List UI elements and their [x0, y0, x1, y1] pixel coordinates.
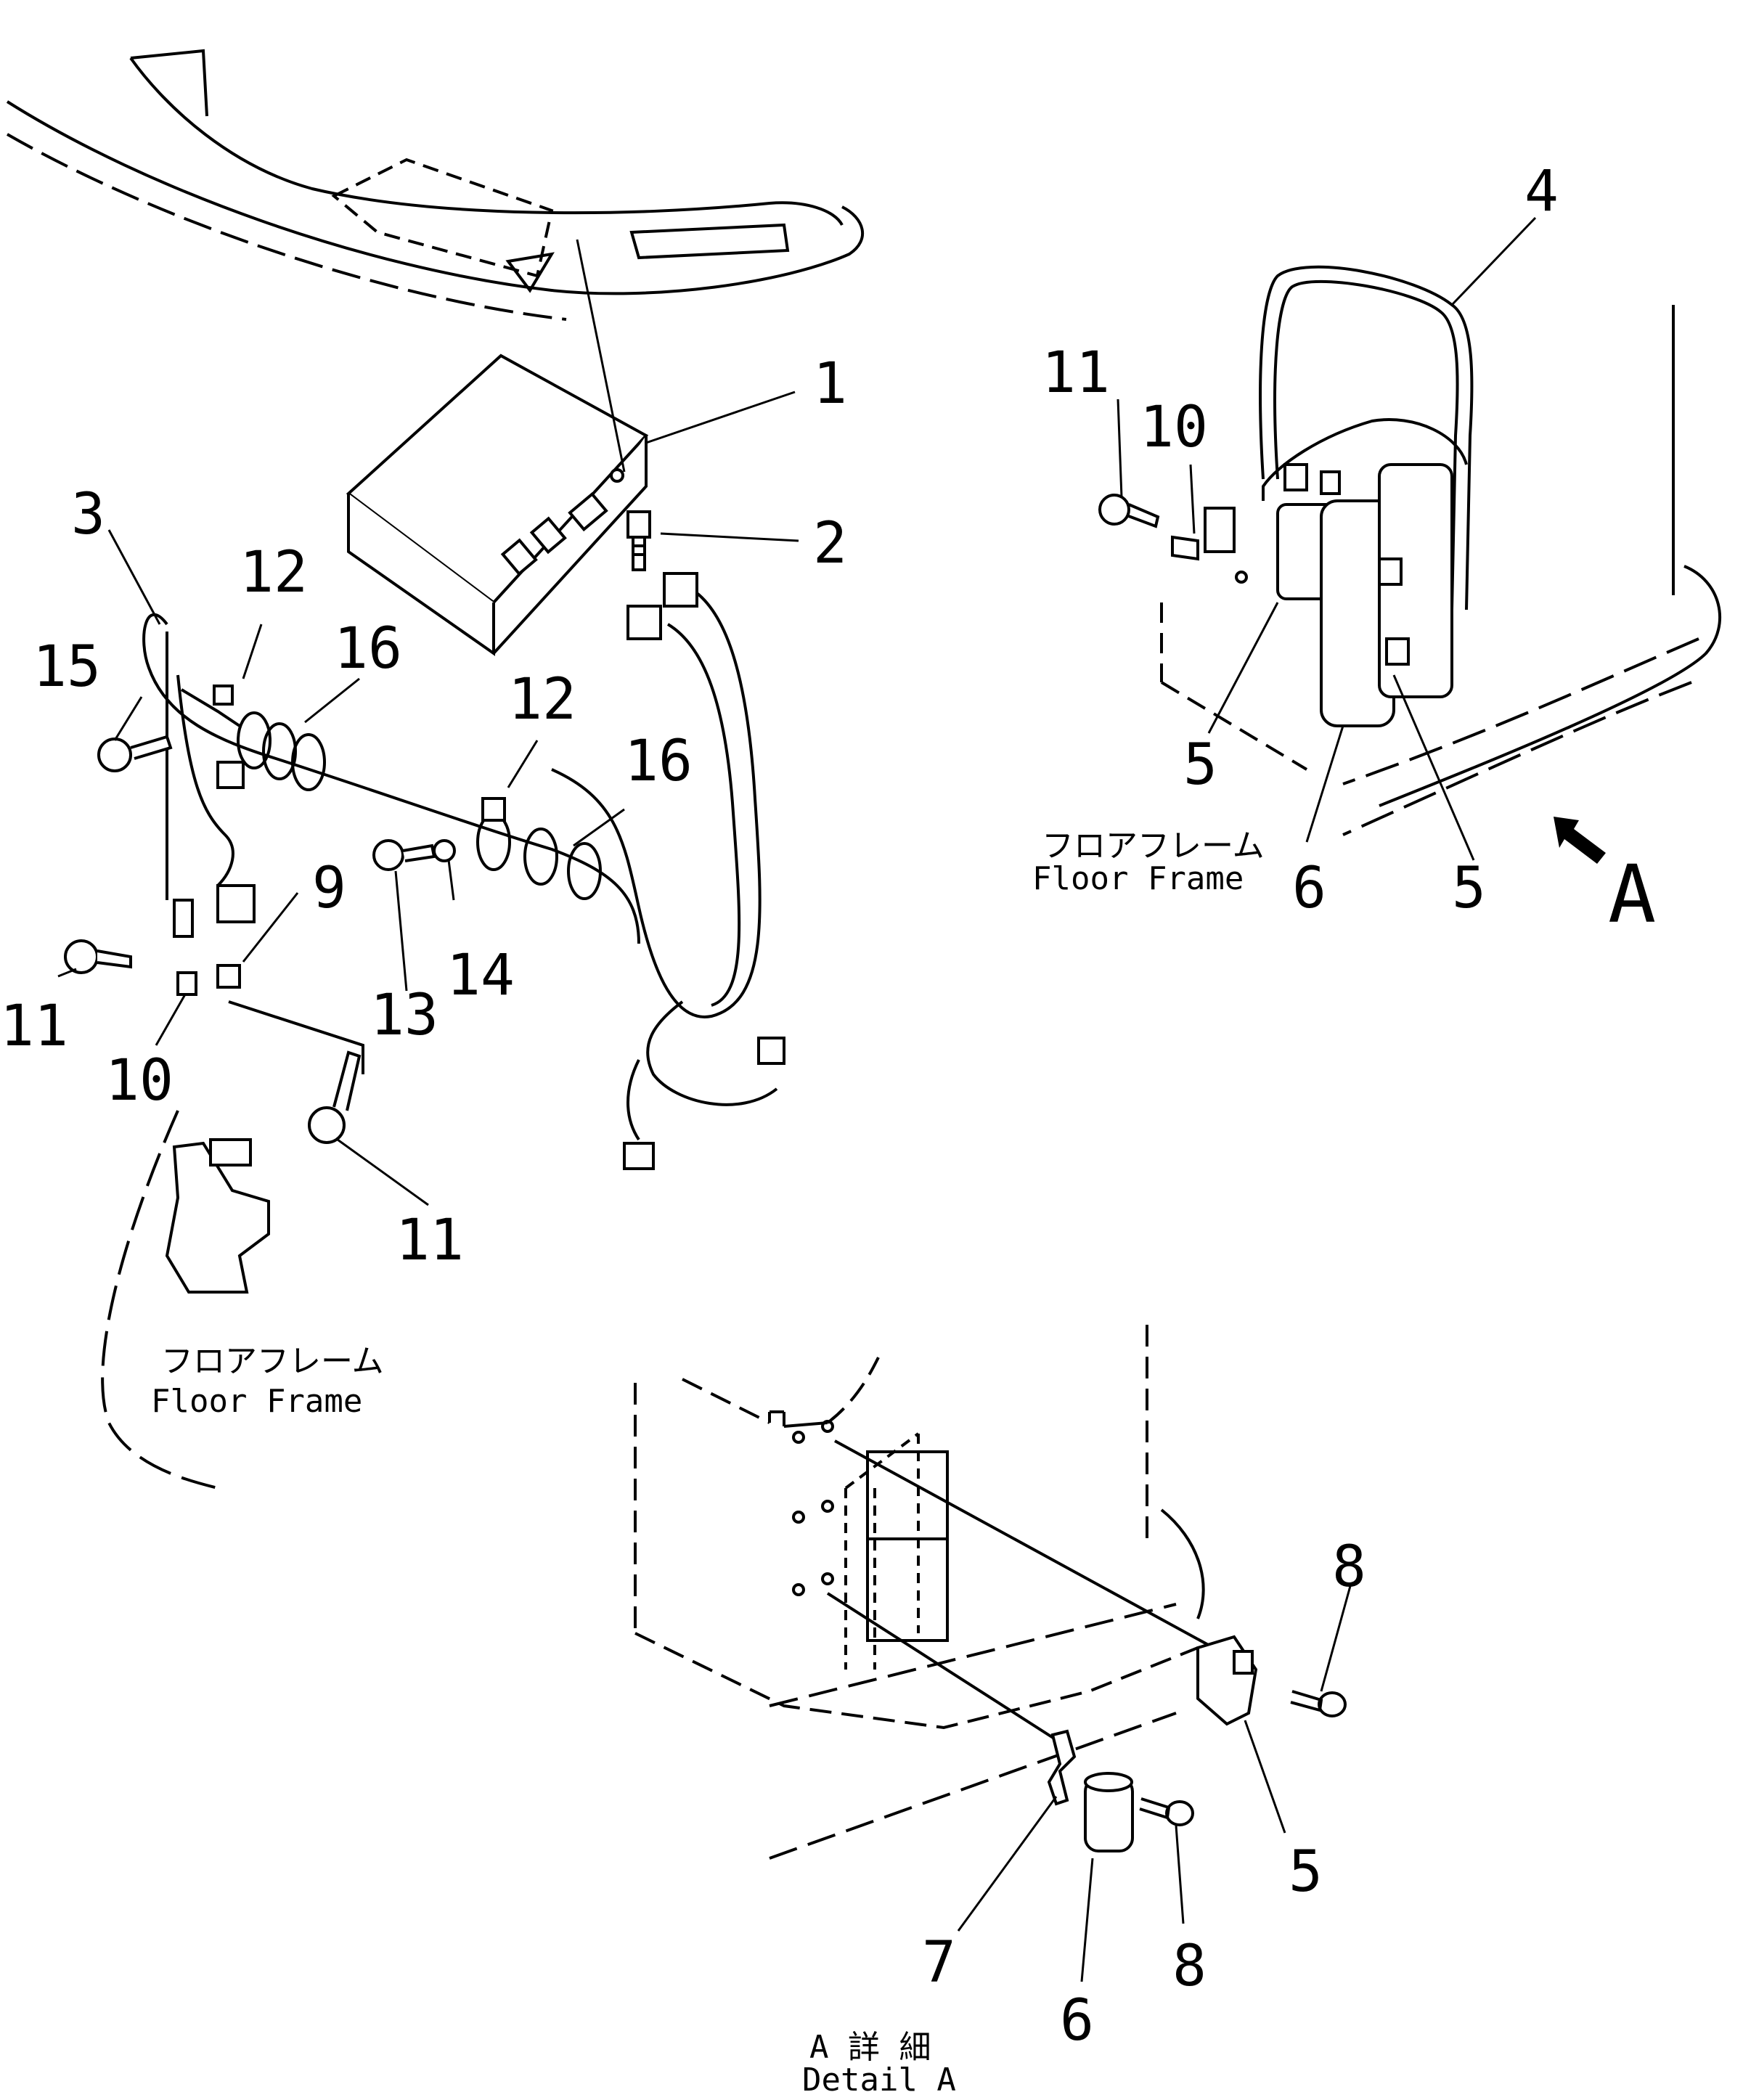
leader-lines	[57, 216, 1537, 1982]
text-labels: フロアフレーム Floor Frame A フロアフレーム Floor Fram…	[151, 828, 1656, 2099]
floor-frame-en-right: Floor Frame	[1032, 860, 1244, 897]
callout-9: 9	[312, 856, 346, 921]
callout-1: 1	[813, 351, 847, 417]
callout-5: 5	[1183, 732, 1217, 798]
callout-10: 10	[105, 1048, 174, 1114]
callout-2: 2	[813, 511, 847, 576]
callout-6: 6	[1292, 856, 1326, 921]
callout-7: 7	[922, 1930, 956, 1995]
callout-5: 5	[1289, 1839, 1323, 1905]
callout-13: 13	[370, 983, 438, 1048]
assembly-view-a	[1098, 265, 1722, 836]
callout-8: 8	[1332, 1535, 1366, 1600]
callout-15: 15	[33, 634, 101, 700]
floor-frame-jp-left: フロアフレーム	[161, 1343, 384, 1380]
callout-16: 16	[334, 616, 402, 682]
callout-11: 11	[1042, 340, 1110, 406]
callout-4: 4	[1524, 159, 1559, 224]
wire-harness-right	[551, 572, 785, 1170]
callout-12: 12	[240, 540, 308, 605]
callout-12: 12	[508, 667, 576, 732]
callout-5: 5	[1452, 856, 1486, 921]
fasteners-left	[64, 735, 456, 1144]
detail-a-jp: A 詳 細	[809, 2029, 931, 2066]
callout-11: 11	[0, 994, 68, 1059]
view-a-arrow-icon	[1554, 817, 1606, 864]
floor-frame-en-left: Floor Frame	[151, 1383, 362, 1420]
floor-frame-left	[101, 1110, 270, 1490]
callout-11: 11	[396, 1208, 464, 1273]
controller-box	[346, 354, 649, 656]
callout-labels: 1 2 3 12 16 15 12 16 9 14 13 11 10 11 4 …	[0, 159, 1559, 2054]
cab-dashboard-outline	[6, 49, 864, 321]
wire-harness-main	[142, 613, 640, 944]
callout-14: 14	[446, 943, 515, 1008]
view-a-label: A	[1608, 848, 1656, 941]
callout-3: 3	[71, 482, 105, 547]
callout-16: 16	[624, 729, 693, 794]
detail-a-en: Detail A	[802, 2062, 956, 2096]
callout-6: 6	[1060, 1988, 1094, 2054]
detail-a-view	[634, 1325, 1347, 1860]
floor-frame-jp-right: フロアフレーム	[1042, 828, 1265, 865]
callout-10: 10	[1140, 395, 1208, 460]
mount-line	[576, 239, 626, 473]
bolt-2	[626, 510, 651, 571]
callout-8: 8	[1172, 1934, 1207, 1999]
